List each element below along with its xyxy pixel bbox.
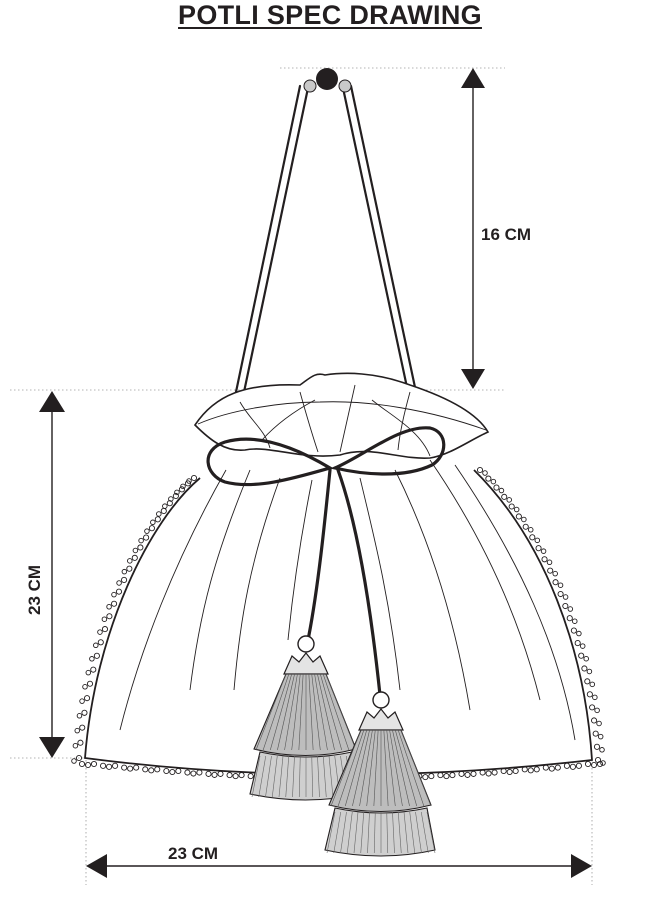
bead-cluster	[557, 590, 569, 600]
bead-cluster	[100, 762, 119, 770]
bead-cluster	[121, 764, 140, 772]
body-height-label: 23 CM	[25, 565, 44, 615]
bead-cluster	[163, 767, 182, 776]
bead-cluster	[578, 652, 589, 662]
drawstring-bow	[206, 426, 446, 697]
bead-cluster	[566, 615, 578, 624]
bead-cluster	[116, 576, 128, 586]
bead-right	[338, 79, 352, 93]
bead-cluster	[476, 466, 488, 476]
bead-cluster	[71, 754, 83, 764]
bead-cluster	[205, 770, 224, 778]
bead-cluster	[563, 762, 582, 770]
bead-cluster	[97, 626, 109, 635]
bead-cluster	[581, 665, 593, 675]
tassel-bead	[297, 635, 315, 653]
ruffle-collar	[193, 372, 490, 459]
bead-cluster	[174, 486, 185, 496]
arrow-left-icon	[86, 854, 107, 878]
bead-cluster	[515, 513, 527, 523]
bead-cluster	[591, 717, 602, 727]
bead-cluster	[574, 640, 586, 649]
bead-cluster	[142, 766, 161, 774]
bead-cluster	[521, 766, 540, 774]
handle-strap	[234, 84, 418, 394]
bead-cluster	[594, 756, 606, 766]
arrow-down-icon	[39, 737, 65, 758]
bead-cluster	[162, 500, 173, 509]
bead-cluster	[479, 769, 498, 777]
bead-cluster	[76, 709, 88, 719]
bead-cluster	[180, 480, 192, 490]
bead-cluster	[226, 772, 245, 780]
handle-height-label: 16 CM	[481, 225, 531, 244]
bead-cluster	[529, 534, 541, 544]
bead-cluster	[458, 770, 477, 778]
bead-cluster	[542, 764, 561, 772]
bead-cluster	[79, 695, 91, 704]
bead-cluster	[589, 704, 600, 714]
arrow-up-icon	[461, 68, 485, 88]
bead-cluster	[106, 600, 118, 610]
tassel-right	[324, 691, 436, 857]
bead-cluster	[586, 691, 598, 701]
bead-cluster	[593, 743, 605, 753]
bead-cluster	[437, 772, 456, 780]
bead-cluster	[184, 769, 203, 777]
bead-cluster	[584, 760, 604, 769]
bead-cluster	[85, 666, 97, 676]
bead-cluster	[93, 639, 104, 649]
bead-cluster	[485, 475, 497, 485]
tassel-bead	[372, 691, 390, 709]
bead-cluster	[493, 484, 505, 494]
bead-cluster	[508, 503, 520, 513]
bead-cluster	[547, 567, 558, 577]
bead-cluster	[570, 627, 582, 637]
arrow-right-icon	[571, 854, 592, 878]
bead-cluster	[535, 545, 547, 554]
bead-left	[303, 79, 317, 93]
bead-cluster	[111, 588, 123, 598]
bead-cluster	[541, 556, 553, 566]
bead-cluster	[501, 493, 512, 503]
bead-cluster	[522, 523, 534, 533]
bead-cluster	[592, 730, 604, 740]
bead-center	[316, 68, 338, 90]
bead-cluster	[156, 507, 167, 517]
tassel-skirt-upper	[328, 729, 432, 812]
body-width-label: 23 CM	[168, 844, 218, 863]
bead-cluster	[138, 534, 150, 544]
tassel-skirt-lower	[324, 807, 436, 857]
dimension-arrows	[39, 68, 592, 878]
tassel-cap	[283, 652, 329, 675]
bead-cluster	[562, 602, 574, 612]
tassel-left	[249, 635, 361, 801]
bead-cluster	[101, 613, 113, 622]
bead-cluster	[74, 724, 86, 734]
fold-lines	[119, 459, 576, 741]
bead-cluster	[168, 492, 179, 502]
tassel-cap	[358, 708, 404, 731]
arrow-up-icon	[39, 391, 65, 412]
bead-cluster	[144, 525, 155, 534]
bead-cluster	[127, 554, 138, 564]
bead-cluster	[500, 767, 519, 776]
bead-cluster	[82, 680, 94, 690]
bead-cluster	[552, 579, 564, 588]
bead-cluster	[132, 544, 144, 554]
side-bead-trim	[71, 466, 606, 766]
bead-cluster	[150, 516, 161, 526]
page-title: POTLI SPEC DRAWING	[178, 0, 482, 30]
bag-body	[71, 459, 606, 783]
bead-cluster	[121, 565, 133, 575]
bead-cluster	[78, 760, 98, 769]
tassel-skirt-upper	[253, 673, 357, 756]
bead-cluster	[89, 652, 100, 662]
strap-beads	[303, 68, 352, 93]
bead-cluster	[584, 678, 596, 688]
arrow-down-icon	[461, 369, 485, 389]
bead-cluster	[72, 739, 84, 749]
